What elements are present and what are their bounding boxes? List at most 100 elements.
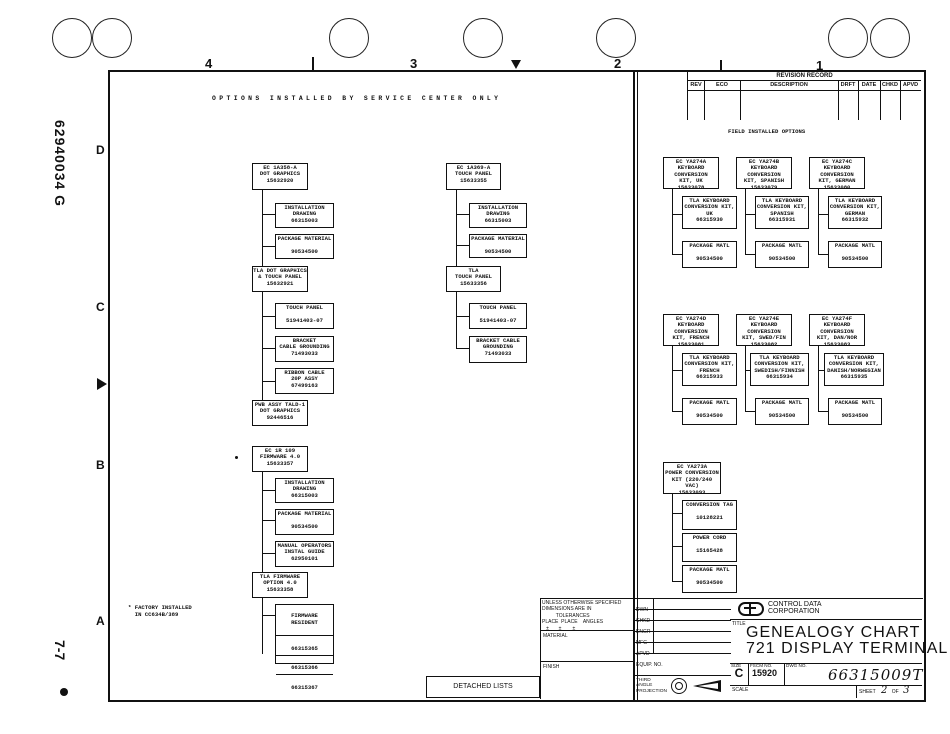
tree-line <box>745 189 746 255</box>
tree-line <box>672 411 682 412</box>
ec-power-conversion-box: EC YA273A POWER CONVERSION KIT (220/240 … <box>663 462 721 495</box>
conversion-tag-box: CONVERSION TAG 10128221 <box>682 500 737 530</box>
punch-hole <box>52 18 92 58</box>
center-arrow-icon <box>511 60 521 69</box>
tla-touch-panel-box: TLA TOUCH PANEL 15633356 <box>446 266 501 292</box>
punch-hole <box>92 18 132 58</box>
tree-line <box>262 598 263 654</box>
tree-line <box>262 190 263 266</box>
title-label: TITLE <box>732 621 746 627</box>
tla-keyboard-spanish-box: TLA KEYBOARD CONVERSION KIT, SPANISH 663… <box>755 196 809 229</box>
drawing-frame <box>108 70 926 702</box>
ec-keyboard-uk-box: EC YA274A KEYBOARD CONVERSION KIT, UK 15… <box>663 157 719 190</box>
manual-operators-box: MANUAL OPERATORS INSTAL GUIDE 62950101 <box>275 541 334 567</box>
zone-2: 2 <box>614 56 622 71</box>
ec-keyboard-danish-box: EC YA274F KEYBOARD CONVERSION KIT, DAN/N… <box>809 314 865 347</box>
package-material-box: PACKAGE MATERIAL 90534500 <box>275 234 334 259</box>
tree-line <box>262 520 275 521</box>
tree-line <box>262 615 275 616</box>
package-material-box: PACKAGE MATERIAL 90534500 <box>275 509 334 535</box>
tla-keyboard-german-box: TLA KEYBOARD CONVERSION KIT, GERMAN 6631… <box>828 196 882 229</box>
dwg-cell: DWG NO. 66315009T <box>786 663 924 684</box>
tree-line <box>818 346 819 412</box>
tree-line <box>456 190 457 266</box>
package-matl-box: PACKAGE MATL 90534500 <box>682 241 737 268</box>
rule <box>541 661 634 662</box>
material-label: MATERIAL <box>543 633 568 639</box>
bullet-dot <box>235 456 238 459</box>
document-number: 62940034 G <box>52 120 68 208</box>
package-matl-box: PACKAGE MATL 90534500 <box>828 241 882 268</box>
tla-keyboard-french-box: TLA KEYBOARD CONVERSION KIT, FRENCH 6631… <box>682 353 737 386</box>
touch-panel-box: TOUCH PANEL 51941403-07 <box>469 303 527 329</box>
tree-line <box>672 254 682 255</box>
tree-line <box>456 348 469 349</box>
tree-line <box>818 254 828 255</box>
tree-line <box>672 494 673 582</box>
punch-hole <box>329 18 369 58</box>
tree-line <box>456 245 469 246</box>
pwb-assy-box: PWB ASSY TALD-1 DOT GRAPHICS 92446516 <box>252 400 308 426</box>
tree-line <box>672 546 682 547</box>
title-block <box>540 598 923 699</box>
frame-divider <box>637 70 638 700</box>
company-logo <box>738 602 764 616</box>
installation-drawing-box: INSTALLATION DRAWING 66315003 <box>469 203 527 228</box>
tree-line <box>672 370 682 371</box>
row-d: D <box>96 143 105 157</box>
row-a: A <box>96 614 105 628</box>
sheet-cell: SHEET 2 OF 3 <box>856 685 923 698</box>
tree-line <box>262 490 275 491</box>
tree-line <box>456 316 469 317</box>
tla-keyboard-uk-box: TLA KEYBOARD CONVERSION KIT, UK 66315930 <box>682 196 737 229</box>
tree-line <box>262 246 275 247</box>
ec-keyboard-spanish-box: EC YA274B KEYBOARD CONVERSION KIT, SPANI… <box>736 157 792 190</box>
factory-footnote: * FACTORY INSTALLED IN CC634B/389 <box>128 604 192 618</box>
tree-line <box>672 513 682 514</box>
package-matl-box: PACKAGE MATL 90534500 <box>682 398 737 425</box>
punch-hole <box>463 18 503 58</box>
frame-divider <box>633 70 635 700</box>
tree-line <box>745 346 746 412</box>
tree-line <box>745 411 755 412</box>
tree-line <box>818 370 824 371</box>
ec-touch-panel-box: EC 1A369-A TOUCH PANEL 15633355 <box>446 163 501 190</box>
tree-line <box>262 292 263 400</box>
ec-dot-graphics-box: EC 1A358-A DOT GRAPHICS 15632920 <box>252 163 308 190</box>
tree-line <box>262 553 275 554</box>
tree-line <box>672 581 682 582</box>
tree-line <box>262 381 275 382</box>
power-cord-box: POWER CORD 15165428 <box>682 533 737 562</box>
tree-line <box>818 411 828 412</box>
installation-drawing-box: INSTALLATION DRAWING 66315003 <box>275 203 334 228</box>
tree-line <box>818 214 828 215</box>
row-b: B <box>96 458 105 472</box>
tree-line <box>262 472 263 572</box>
tree-line <box>456 214 469 215</box>
detached-lists-box: DETACHED LISTS <box>426 676 540 698</box>
third-angle-projection-icon <box>671 678 687 694</box>
tla-keyboard-danish-box: TLA KEYBOARD CONVERSION KIT, DANISH/NORW… <box>824 353 884 386</box>
tla-dot-graphics-box: TLA DOT GRAPHICS & TOUCH PANEL 15632921 <box>252 266 308 292</box>
company-name: CONTROL DATA CORPORATION <box>768 601 822 615</box>
page-label: 7-7 <box>52 640 68 661</box>
drawing-number: 66315009 <box>828 666 913 684</box>
bracket-box: BRACKET CABLE GROUNDING 71493033 <box>275 336 334 362</box>
ec-keyboard-german-box: EC YA274C KEYBOARD CONVERSION KIT, GERMA… <box>809 157 865 190</box>
punch-hole <box>870 18 910 58</box>
tla-keyboard-swedish-box: TLA KEYBOARD CONVERSION KIT, SWEDISH/FIN… <box>750 353 809 386</box>
revision-letter: T <box>912 666 924 684</box>
drawing-subtitle: 721 DISPLAY TERMINAL <box>746 640 949 657</box>
tolerance-block: UNLESS OTHERWISE SPECIFIED DIMENSIONS AR… <box>542 600 622 632</box>
rule <box>730 685 922 686</box>
tree-line <box>745 214 755 215</box>
tree-line <box>262 348 275 349</box>
bullet-dot <box>60 688 68 696</box>
field-options-title: FIELD INSTALLED OPTIONS <box>728 128 806 135</box>
row-c: C <box>96 300 105 314</box>
tree-line <box>672 346 673 412</box>
installation-drawing-box: INSTALLATION DRAWING 66315003 <box>275 478 334 503</box>
scale-label: SCALE <box>732 687 749 693</box>
zone-3: 3 <box>410 56 418 71</box>
fscm-cell: FSCM NO. 15920 <box>748 663 785 685</box>
